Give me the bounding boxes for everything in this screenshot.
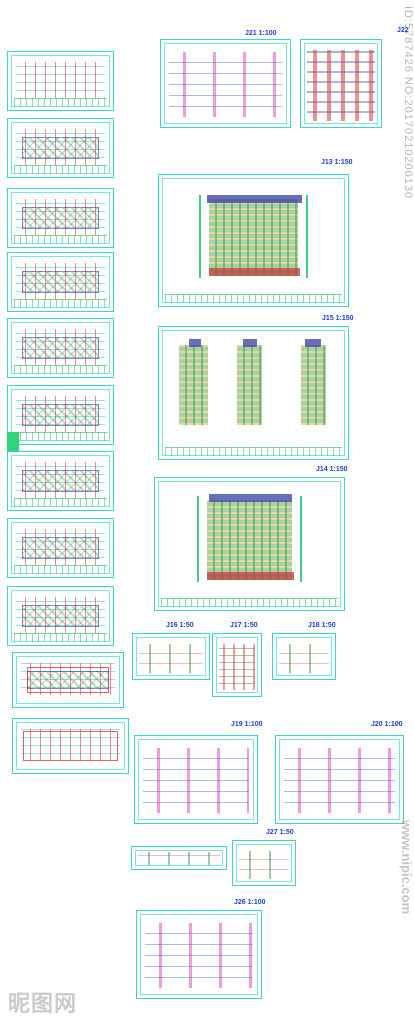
detail-sheet-j21[interactable] (160, 39, 291, 128)
sheet-label-j16: J16 1:50 (166, 622, 194, 629)
detail-sheet-j19[interactable] (134, 735, 258, 824)
roof-plan-sheet[interactable] (12, 652, 124, 708)
watermark-logo: 昵图网 (8, 991, 78, 1016)
detail-sheet-j27b[interactable] (232, 840, 296, 886)
elevation-sheet-j13[interactable] (158, 174, 349, 307)
floor-plan-sheet-5[interactable] (7, 318, 114, 378)
detail-sheet-j17[interactable] (212, 633, 262, 697)
sheet-label-j21: J21 1:100 (245, 30, 277, 37)
sheet-label-j26: J26 1:100 (234, 899, 266, 906)
floor-plan-sheet-1[interactable] (7, 51, 114, 111)
floor-plan-sheet-2[interactable] (7, 118, 114, 178)
site-plan-sheet[interactable] (12, 718, 129, 774)
sheet-label-j17: J17 1:50 (230, 622, 258, 629)
floor-plan-sheet-6[interactable] (7, 385, 114, 445)
sheet-label-j22: J22 (397, 27, 409, 34)
detail-sheet-j27a[interactable] (131, 846, 227, 870)
sheet-label-j13: J13 1:150 (321, 159, 353, 166)
sheet-label-j18: J18 1:50 (308, 622, 336, 629)
floor-plan-sheet-8[interactable] (7, 518, 114, 578)
floor-plan-sheet-4[interactable] (7, 252, 114, 312)
sheet-label-j20: J20 1:100 (371, 721, 403, 728)
detail-sheet-j22[interactable] (300, 39, 382, 128)
detail-sheet-j20[interactable] (275, 735, 404, 824)
sheet-label-j15: J15 1:150 (322, 315, 354, 322)
floor-plan-sheet-7[interactable] (7, 451, 114, 511)
sheet-label-j19: J19 1:100 (231, 721, 263, 728)
sheet-label-j14: J14 1:150 (316, 466, 348, 473)
floor-plan-sheet-9[interactable] (7, 586, 114, 646)
floor-plan-sheet-3[interactable] (7, 188, 114, 248)
watermark-site-text: www.nipic.com (399, 820, 414, 915)
elevation-sheet-j15[interactable] (158, 326, 349, 460)
legend-color-chip (7, 432, 19, 452)
elevation-sheet-j14[interactable] (154, 477, 345, 611)
watermark-id-text: ID:5787426 NO:20170210200130 (402, 6, 414, 200)
detail-sheet-j16[interactable] (132, 633, 210, 680)
detail-sheet-j26[interactable] (136, 910, 262, 999)
sheet-label-j27: J27 1:50 (266, 829, 294, 836)
detail-sheet-j18[interactable] (272, 633, 336, 680)
